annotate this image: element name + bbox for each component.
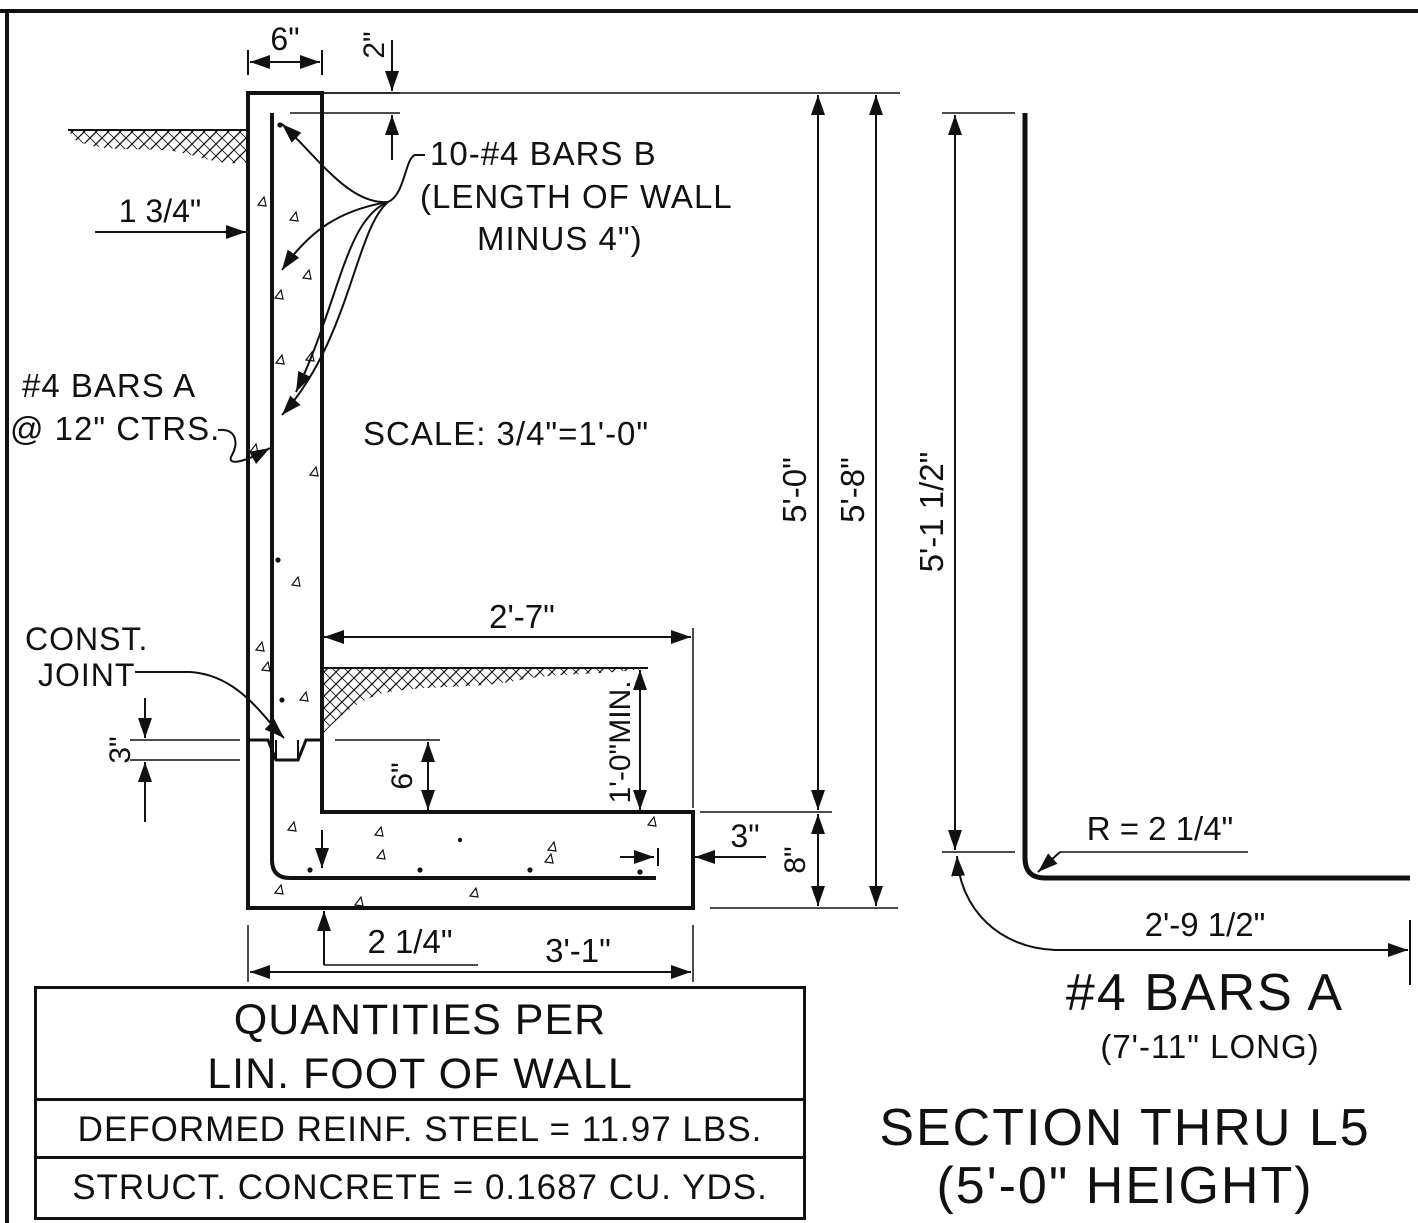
dim-end-cover-label: 3" — [730, 818, 759, 854]
quantities-table: QUANTITIES PER LIN. FOOT OF WALL DEFORME… — [34, 986, 806, 1220]
dim-key-depth-label: 3" — [104, 736, 137, 763]
note-bars-b-line3: MINUS 4") — [477, 220, 643, 257]
sheet-border — [0, 9, 1418, 1223]
note-bars-a-line1: #4 BARS A — [22, 367, 196, 404]
dim-bottom-cover-label: 2 1/4" — [367, 923, 452, 960]
dim-toe-fill-label: 1'-0"MIN. — [604, 680, 637, 803]
bar-a-title: #4 BARS A — [1066, 964, 1344, 1022]
note-bars-a-line2: @ 12" CTRS. — [10, 410, 220, 447]
dim-footing-thickness: 8" — [700, 811, 898, 909]
note-bars-b-line1: 10-#4 BARS B — [430, 135, 657, 172]
section-title-block: SECTION THRU L5 (5'-0" HEIGHT) — [879, 1099, 1370, 1215]
quantities-header: QUANTITIES PER LIN. FOOT OF WALL — [37, 989, 803, 1101]
quantity-steel: DEFORMED REINF. STEEL = 11.97 LBS. — [37, 1101, 803, 1159]
dim-bottom-cover: 2 1/4" — [317, 911, 478, 966]
dim-end-cover: 3" — [620, 818, 766, 866]
note-const-joint-line1: CONST. — [25, 621, 148, 657]
dim-top-cover: 2" — [290, 31, 400, 160]
bar-a-vertical-leg-label: 5'-1 1/2" — [913, 452, 950, 573]
dim-total-height-label: 5'-8" — [834, 457, 871, 523]
note-const-joint: CONST. JOINT — [25, 621, 285, 739]
bar-a-radius-label: R = 2 1/4" — [1087, 810, 1234, 847]
note-const-joint-line2: JOINT — [38, 657, 135, 693]
concrete-stipple — [248, 122, 657, 907]
dim-toe-length-label: 2'-7" — [489, 598, 555, 635]
dim-footing-thickness-label: 8" — [779, 846, 812, 873]
dim-wall-thickness: 6" — [247, 21, 323, 75]
quantity-concrete: STRUCT. CONCRETE = 0.1687 CU. YDS. — [72, 1168, 768, 1207]
bar-a-subtitle: (7'-11" LONG) — [1100, 1028, 1319, 1065]
note-bars-a: #4 BARS A @ 12" CTRS. — [10, 367, 271, 464]
bar-a-detail: 5'-1 1/2" R = 2 1/4" 2'-9 1/2" #4 BARS A… — [913, 112, 1411, 1065]
quantities-title-line2: LIN. FOOT OF WALL — [207, 1050, 633, 1098]
scale-note: SCALE: 3/4"=1'-0" — [363, 415, 649, 452]
dim-toe-fill: 1'-0"MIN. — [604, 670, 647, 810]
quantities-title-line1: QUANTITIES PER — [233, 996, 607, 1044]
dim-key-depth: 3" — [104, 698, 240, 822]
dim-side-cover: 1 3/4" — [95, 193, 246, 239]
bar-a-horizontal-leg-label: 2'-9 1/2" — [1145, 906, 1266, 943]
section-title: SECTION THRU L5 — [879, 1099, 1370, 1157]
section-subtitle: (5'-0" HEIGHT) — [936, 1157, 1313, 1215]
dim-wall-height-label: 5'-0" — [776, 457, 813, 523]
dim-total-height: 5'-8" — [834, 95, 883, 906]
note-bars-b-line2: (LENGTH OF WALL — [420, 178, 733, 215]
dim-top-cover-label: 2" — [358, 31, 391, 58]
note-bars-b: 10-#4 BARS B (LENGTH OF WALL MINUS 4") — [281, 123, 733, 416]
dim-footing-step-label: 6" — [386, 762, 419, 789]
dim-footing-width-label: 3'-1" — [545, 932, 611, 969]
dim-side-cover-label: 1 3/4" — [119, 193, 202, 229]
dim-footing-width: 3'-1" — [247, 925, 694, 982]
soil-toe-fill — [322, 667, 648, 735]
dim-footing-step: 6" — [335, 739, 440, 810]
soil-backfill — [68, 129, 248, 164]
dim-wall-height: 5'-0" — [322, 92, 900, 810]
dim-wall-thickness-label: 6" — [270, 21, 299, 57]
rebar-a — [270, 113, 656, 880]
dim-toe-length: 2'-7" — [324, 598, 694, 808]
